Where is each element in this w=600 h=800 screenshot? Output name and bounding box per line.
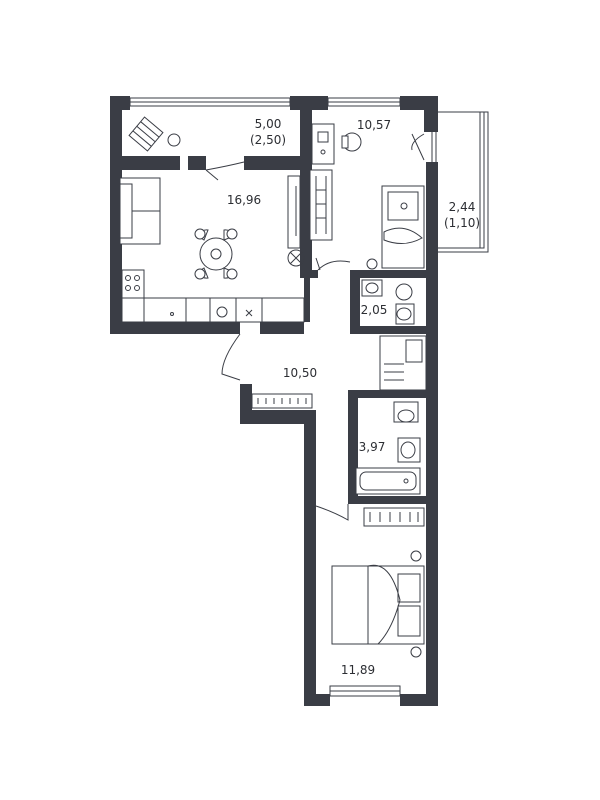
room-area-reduced-balcony-right: (1,10) xyxy=(443,216,481,230)
room-label-bedroom-bottom: 11,89 xyxy=(336,662,380,678)
large-bathroom-fixtures xyxy=(355,401,421,495)
room-label-bedroom-top: 10,57 xyxy=(352,117,396,133)
living-kitchen-furniture xyxy=(119,175,305,323)
room-area-balcony-right: 2,44 xyxy=(448,200,476,214)
room-area-hallway: 10,50 xyxy=(282,366,318,380)
room-label-loggia-top: 5,00 (2,50) xyxy=(246,116,290,148)
bedroom-top-furniture xyxy=(309,123,425,270)
door-swings xyxy=(205,133,425,521)
hallway-storage xyxy=(251,335,427,409)
interior-walls xyxy=(300,270,426,504)
loggia-furniture xyxy=(128,116,181,152)
room-area-living-kitchen: 16,96 xyxy=(226,193,262,207)
room-area-bathroom-large: 3,97 xyxy=(358,440,386,454)
room-label-hallway: 10,50 xyxy=(278,365,322,381)
exterior-walls xyxy=(110,96,438,706)
small-bathroom-fixtures xyxy=(361,279,415,325)
room-area-bedroom-top: 10,57 xyxy=(356,118,392,132)
balcony-right xyxy=(431,111,489,253)
room-label-balcony-right: 2,44 (1,10) xyxy=(440,199,484,231)
bedroom-bottom-furniture xyxy=(331,507,425,658)
room-area-bathroom-small: 2,05 xyxy=(360,303,388,317)
room-area-bedroom-bottom: 11,89 xyxy=(340,663,376,677)
room-label-bathroom-large: 3,97 xyxy=(354,439,390,455)
room-label-bathroom-small: 2,05 xyxy=(356,302,392,318)
room-area-loggia-top: 5,00 xyxy=(254,117,282,131)
room-label-living-kitchen: 16,96 xyxy=(222,192,266,208)
room-area-reduced-loggia-top: (2,50) xyxy=(249,133,287,147)
